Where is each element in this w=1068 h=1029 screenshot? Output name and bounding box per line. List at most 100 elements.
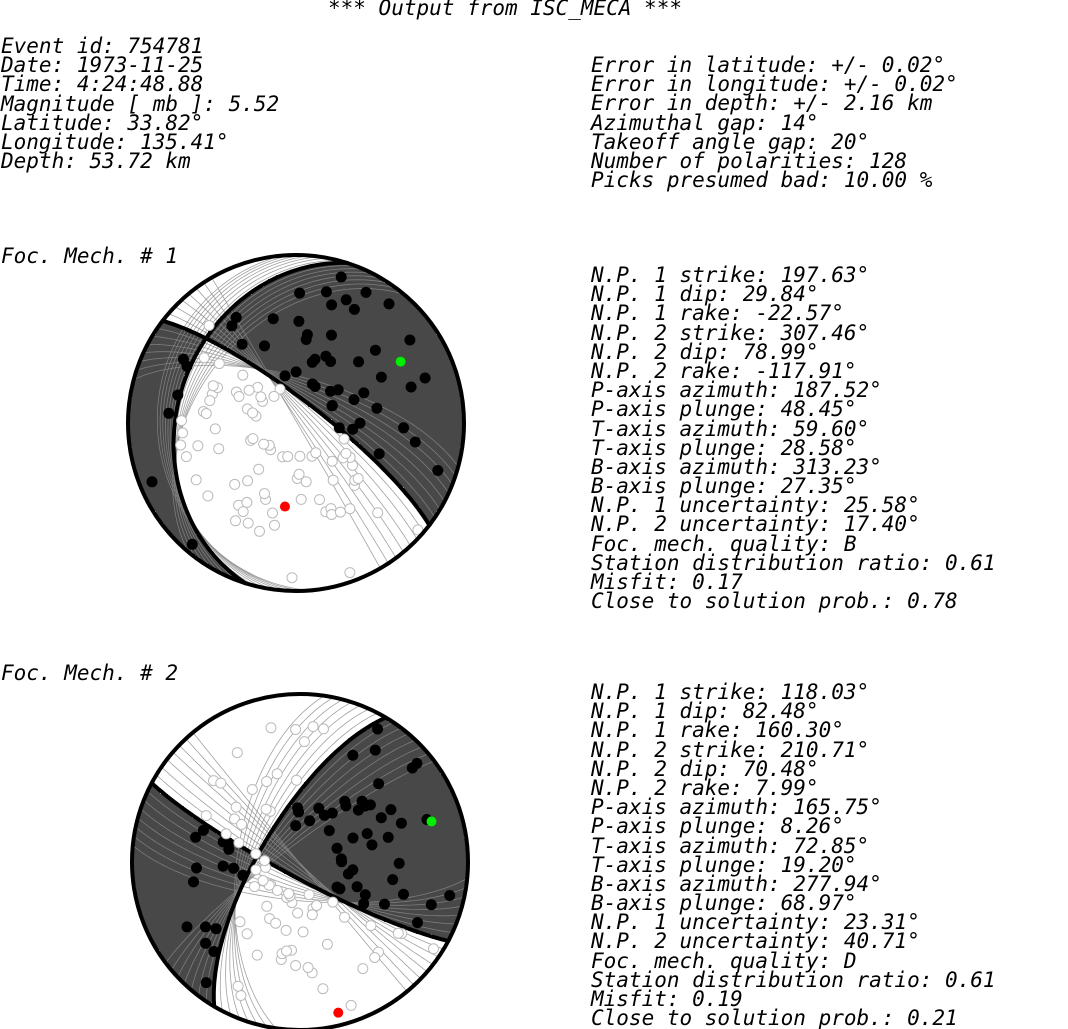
compression-polarity-marker [425, 899, 437, 911]
compression-polarity-marker [163, 407, 175, 419]
dilatation-polarity-marker [192, 440, 204, 452]
dilatation-polarity-marker [236, 818, 248, 830]
dilatation-polarity-marker [318, 723, 329, 735]
mechanism-2-label: Foc. Mech. # 2 [1, 661, 179, 685]
dilatation-polarity-marker [292, 907, 304, 919]
dilatation-polarity-marker [257, 875, 269, 886]
uncertainty-plane-line [162, 255, 301, 591]
dilatation-polarity-marker [297, 926, 309, 938]
dilatation-polarity-marker [203, 320, 215, 331]
compression-polarity-marker [358, 387, 370, 399]
p-axis-marker [333, 1007, 344, 1018]
dilatation-polarity-marker [290, 724, 302, 735]
mechanism-parameter-line: N.P. 1 strike: 118.03° [591, 680, 870, 704]
compression-polarity-marker [340, 800, 352, 812]
compression-polarity-marker [373, 778, 385, 790]
dilatation-polarity-marker [230, 801, 242, 813]
compression-polarity-marker [325, 385, 336, 397]
mechanism-parameter-line: B-axis azimuth: 313.23° [591, 454, 882, 479]
dilatation-polarity-marker [241, 928, 253, 940]
dilatation-polarity-marker [259, 488, 270, 500]
dilatation-polarity-marker [242, 517, 254, 529]
mechanism-parameter-line: Foc. mech. quality: D [591, 948, 857, 973]
dilatation-polarity-marker [177, 427, 189, 439]
mechanism-2-beachball [130, 692, 470, 1029]
dilatation-polarity-marker [310, 447, 322, 459]
dilatation-polarity-marker [246, 784, 258, 795]
compression-polarity-marker [432, 465, 444, 476]
compression-polarity-marker [371, 402, 383, 414]
uncertainty-plane-line [234, 697, 334, 1027]
compression-polarity-marker [237, 869, 249, 881]
compression-polarity-marker [228, 862, 240, 874]
mechanism-parameter-line: N.P. 1 uncertainty: 23.31° [591, 910, 920, 935]
dilatation-polarity-marker [247, 407, 259, 419]
compression-polarity-marker [404, 334, 416, 346]
compression-polarity-marker [146, 476, 158, 488]
compression-polarity-marker [223, 843, 235, 855]
mechanism-parameter-line: N.P. 2 dip: 70.48° [591, 756, 819, 781]
dilatation-polarity-marker [282, 451, 294, 462]
event-info-line: Depth: 53.72 km [1, 149, 191, 174]
mechanism-parameter-line: Misfit: 0.19 [591, 987, 743, 1011]
uncertainty-plane-line [174, 306, 418, 540]
dilatation-polarity-marker [392, 927, 404, 939]
dilatation-polarity-marker [345, 999, 357, 1011]
compression-polarity-marker [181, 921, 193, 933]
error-info-line: Takeoff angle gap: 20° [591, 129, 870, 154]
compression-polarity-marker [382, 831, 394, 843]
uncertainty-plane-line [175, 271, 373, 573]
dilatation-polarity-marker [357, 963, 369, 975]
uncertainty-plane-line [169, 257, 329, 589]
dilatation-polarity-marker [202, 490, 214, 502]
dilatation-polarity-marker [317, 983, 329, 995]
focal-sphere-outline [130, 692, 470, 1029]
compression-polarity-marker [406, 762, 418, 774]
uncertainty-plane-line [140, 808, 460, 917]
p-axis-marker [279, 501, 290, 512]
compression-polarity-marker [387, 874, 399, 886]
mechanism-parameter-line: N.P. 2 rake: 7.99° [591, 775, 819, 800]
compression-polarity-marker [342, 868, 354, 880]
dilatation-polarity-marker [258, 438, 270, 450]
dilatation-polarity-marker [302, 962, 314, 973]
dilatation-polarity-marker [267, 507, 278, 519]
dilatation-polarity-marker [204, 395, 216, 407]
dilatation-polarity-marker [311, 900, 323, 911]
dilatation-polarity-marker [209, 423, 221, 435]
compression-polarity-marker [300, 334, 312, 345]
compression-polarity-marker [333, 422, 345, 434]
dilatation-polarity-marker [270, 917, 282, 929]
mechanism-parameter-line: N.P. 1 dip: 29.84° [591, 282, 819, 307]
uncertainty-plane-line [183, 739, 416, 984]
t-axis-marker [426, 816, 437, 827]
compression-polarity-marker [419, 372, 431, 384]
event-info-line: Magnitude [ mb ]: 5.52 [1, 91, 280, 116]
dilatation-polarity-marker [327, 896, 339, 908]
compression-polarity-marker [208, 946, 220, 957]
dilatation-polarity-marker [175, 439, 187, 451]
compression-polarity-marker [347, 832, 359, 844]
compression-polarity-marker [375, 371, 387, 383]
uncertainty-plane-line [181, 299, 411, 547]
dilatation-polarity-marker [271, 768, 283, 780]
mechanism-parameter-line: T-axis plunge: 28.58° [591, 435, 857, 460]
dilatation-polarity-marker [241, 496, 253, 508]
compression-polarity-marker [326, 299, 338, 311]
compression-polarity-marker [326, 400, 338, 412]
mechanism-parameter-line: P-axis azimuth: 165.75° [591, 795, 882, 820]
dilatation-polarity-marker [200, 408, 212, 419]
dilatation-polarity-marker [229, 478, 241, 490]
compression-polarity-marker [369, 344, 381, 356]
dilatation-polarity-marker [306, 909, 318, 921]
dilatation-polarity-marker [235, 990, 247, 1001]
dilatation-polarity-marker [314, 494, 325, 506]
dilatation-polarity-marker [321, 938, 333, 950]
compression-polarity-marker [236, 338, 248, 350]
compression-polarity-marker [351, 881, 363, 893]
compression-polarity-marker [405, 381, 417, 393]
compression-polarity-marker [290, 366, 302, 378]
mechanism-parameter-line: T-axis azimuth: 72.85° [591, 833, 870, 858]
dilatation-polarity-marker [280, 924, 292, 936]
compression-polarity-marker [361, 828, 373, 840]
